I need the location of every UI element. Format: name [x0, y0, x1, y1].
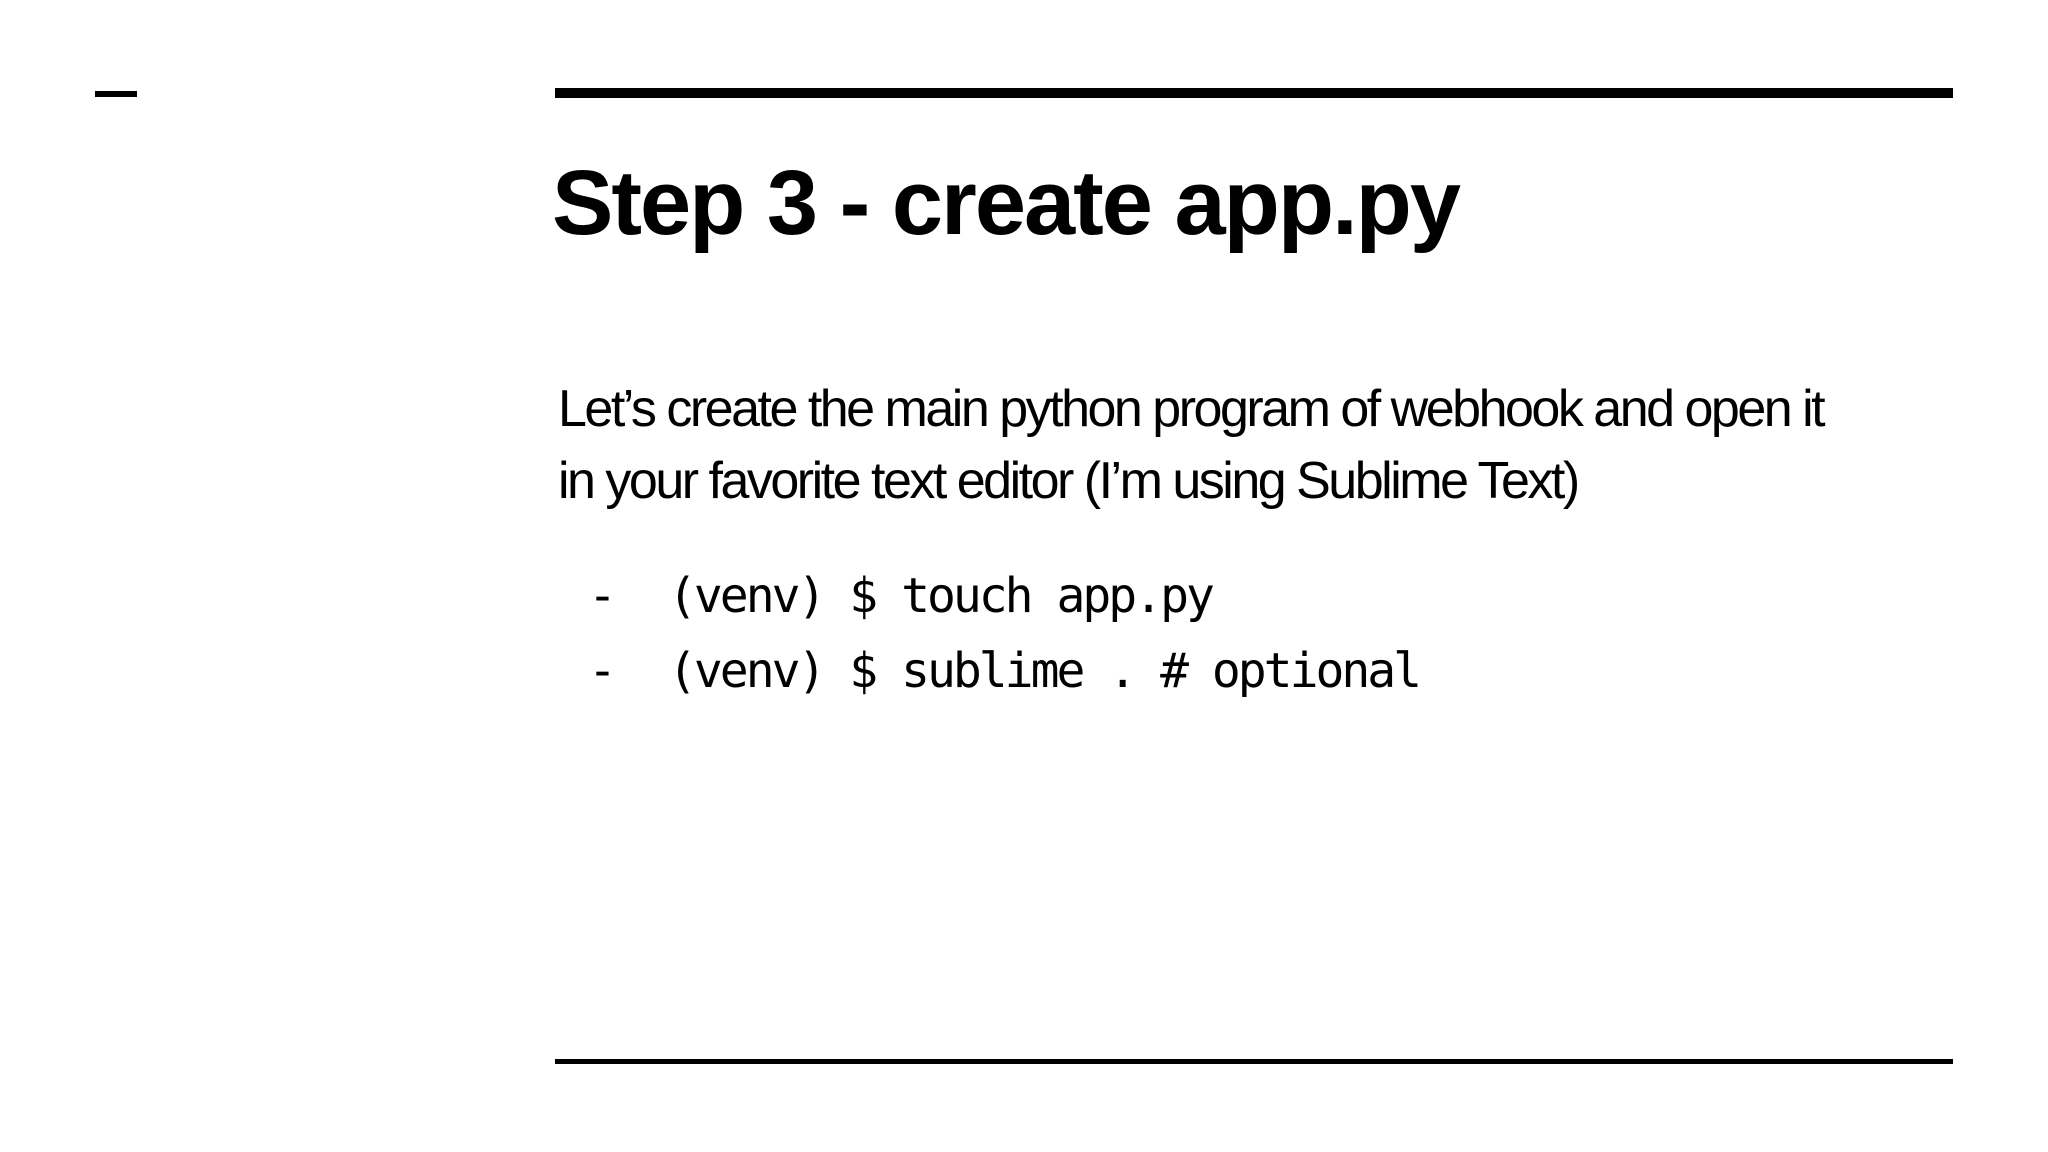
body-text-line-1: Let’s create the main python program of … [558, 380, 1826, 438]
bottom-rule [555, 1059, 1953, 1064]
slide-body: Let’s create the main python program of … [558, 373, 1826, 517]
body-text-line-2: in your favorite text editor (I’m using … [558, 452, 1580, 510]
accent-dash [95, 91, 137, 97]
code-list-item: - (venv) $ touch app.py [588, 559, 1419, 634]
bullet-dash: - [588, 568, 617, 624]
bullet-dash: - [588, 643, 617, 699]
slide-title: Step 3 - create app.py [552, 152, 1461, 254]
code-text-touch-app: (venv) $ touch app.py [668, 568, 1215, 624]
code-text-sublime: (venv) $ sublime . # optional [668, 643, 1422, 699]
code-bullet-list: - (venv) $ touch app.py - (venv) $ subli… [588, 559, 1422, 709]
code-list-item: - (venv) $ sublime . # optional [588, 634, 1422, 709]
top-rule [555, 88, 1953, 98]
